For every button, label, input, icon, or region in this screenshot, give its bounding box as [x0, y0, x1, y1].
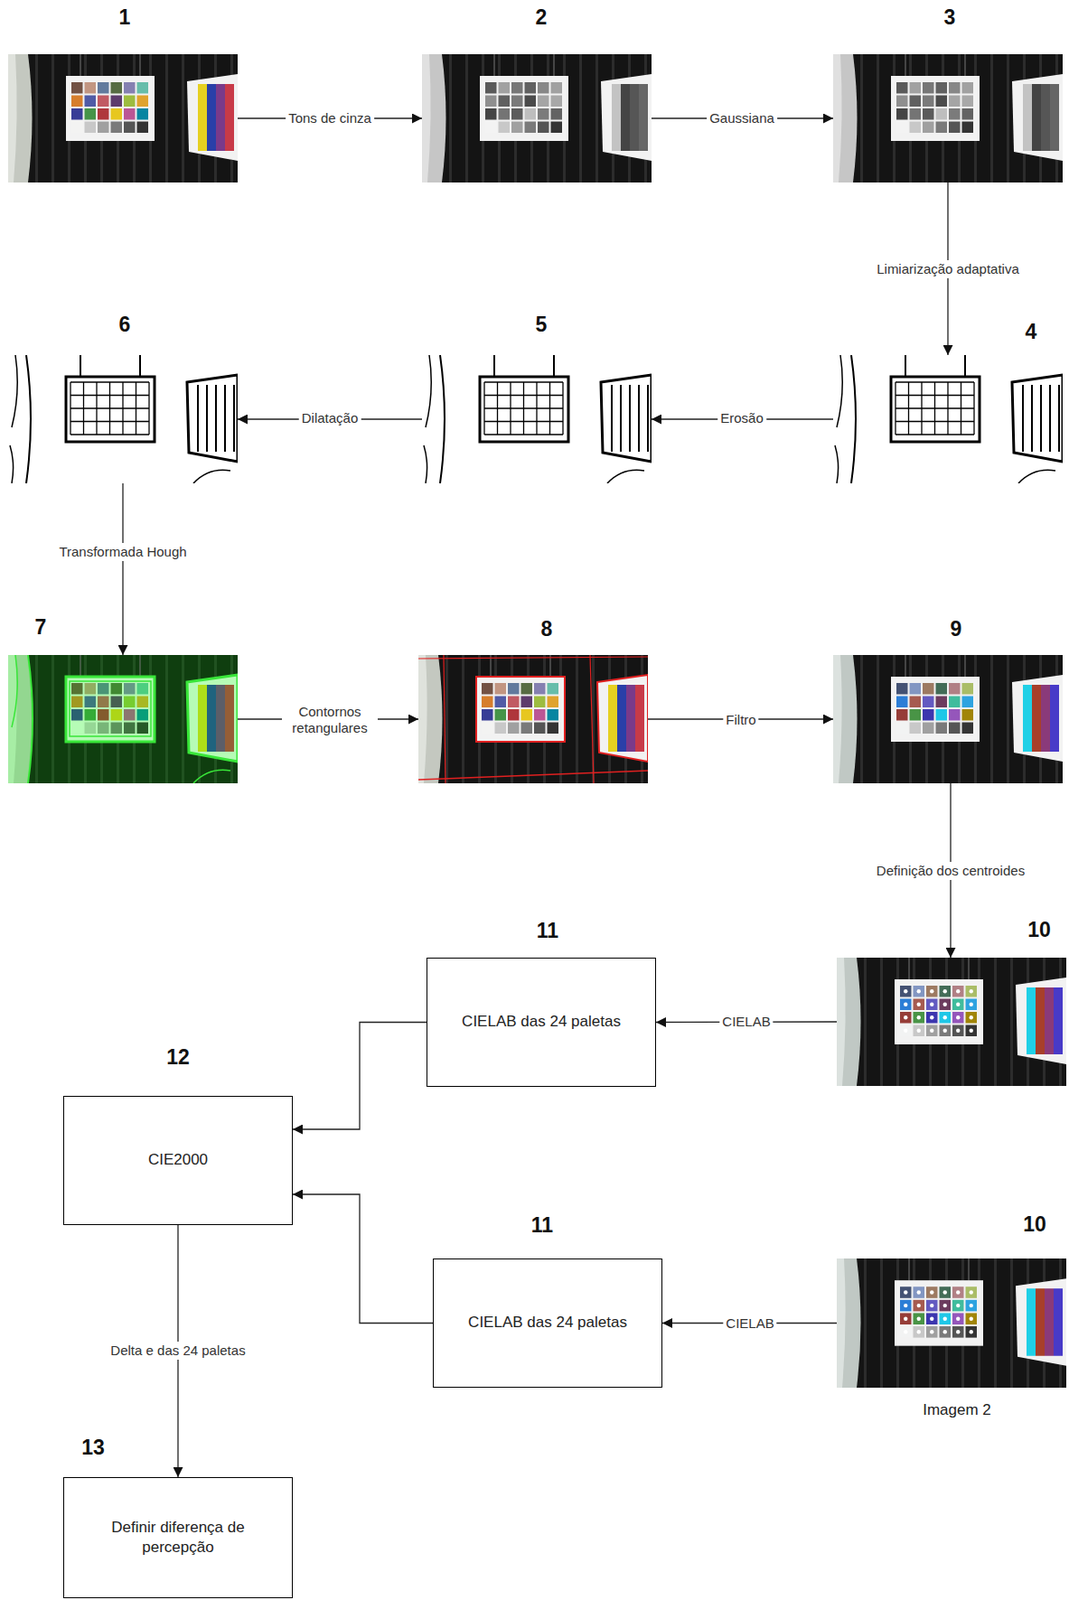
process-box: 12CIE2000 [63, 1096, 293, 1226]
arrow-connector [651, 117, 834, 119]
arrow-connector [237, 718, 419, 720]
callout-number: 1 [119, 6, 132, 29]
photo-illustration [836, 1258, 1067, 1388]
arrow-connector [647, 718, 834, 720]
arrow-connector [177, 1225, 179, 1478]
image-panel: 7 [8, 655, 238, 784]
edge-label: Tons de cinza [285, 109, 375, 128]
callout-number: 11 [536, 919, 559, 943]
image-panel: 1 [8, 54, 238, 183]
callout-number: 12 [166, 1046, 190, 1069]
arrow-connector [237, 418, 422, 420]
edge-label: Transformada Hough [56, 543, 189, 562]
image-caption: Imagem 2 [922, 1401, 992, 1420]
arrow-connector [292, 1022, 427, 1131]
image-panel: 10 [836, 957, 1067, 1087]
callout-number: 7 [35, 616, 47, 639]
arrow-connector [237, 117, 422, 119]
callout-number: 13 [81, 1436, 105, 1460]
photo-illustration [8, 355, 238, 484]
photo-illustration [421, 355, 652, 484]
process-box: 11CIELAB das 24 paletas [426, 957, 657, 1088]
edge-label: Filtro [722, 711, 759, 730]
callout-number: 8 [541, 618, 554, 641]
box-text: CIELAB das 24 paletas [450, 1312, 646, 1333]
photo-illustration [421, 54, 652, 183]
arrow-connector [292, 1194, 433, 1324]
image-panel: 5 [421, 355, 652, 484]
callout-number: 3 [944, 6, 957, 29]
image-panel: 6 [8, 355, 238, 484]
callout-number: 10 [1022, 1213, 1047, 1237]
photo-illustration [418, 655, 648, 784]
arrow-connector [949, 783, 951, 958]
arrow-connector [121, 483, 123, 656]
image-panel: 9 [833, 655, 1063, 784]
box-text: CIELAB das 24 paletas [443, 1012, 639, 1032]
image-panel: 8 [418, 655, 648, 784]
edge-label: Delta e das 24 paletas [107, 1341, 248, 1360]
photo-illustration [833, 355, 1063, 484]
photo-illustration [833, 655, 1063, 784]
callout-number: 4 [1025, 320, 1038, 344]
image-panel: 10Imagem 2 [836, 1258, 1067, 1388]
callout-number: 10 [1027, 918, 1051, 942]
image-panel: 3 [833, 54, 1063, 183]
box-text: CIE2000 [130, 1150, 226, 1171]
photo-illustration [836, 957, 1067, 1087]
edge-label: Contornos retangulares [281, 703, 378, 738]
photo-illustration [8, 54, 238, 183]
callout-number: 6 [119, 313, 132, 337]
edge-label: Gaussiana [706, 109, 778, 128]
photo-illustration [8, 655, 238, 784]
process-box: 11CIELAB das 24 paletas [432, 1258, 663, 1388]
image-panel: 2 [421, 54, 652, 183]
image-panel: 4 [833, 355, 1063, 484]
arrow-connector [662, 1322, 837, 1324]
arrow-connector [947, 182, 948, 356]
callout-number: 9 [950, 618, 963, 641]
callout-number: 5 [535, 313, 548, 337]
arrow-connector [656, 1021, 837, 1023]
arrow-connector [651, 418, 834, 420]
edge-label: Limiarização adaptativa [873, 260, 1023, 279]
edge-label: CIELAB [722, 1314, 777, 1333]
box-text: Definir diferença de percepção [64, 1518, 292, 1558]
callout-number: 2 [535, 6, 548, 29]
process-box: 13Definir diferença de percepção [63, 1477, 293, 1599]
edge-label: Definição dos centroides [873, 862, 1028, 881]
edge-label: CIELAB [719, 1012, 773, 1032]
callout-number: 11 [531, 1214, 554, 1238]
edge-label: Dilatação [299, 409, 362, 428]
photo-illustration [833, 54, 1063, 183]
edge-label: Erosão [717, 409, 767, 428]
